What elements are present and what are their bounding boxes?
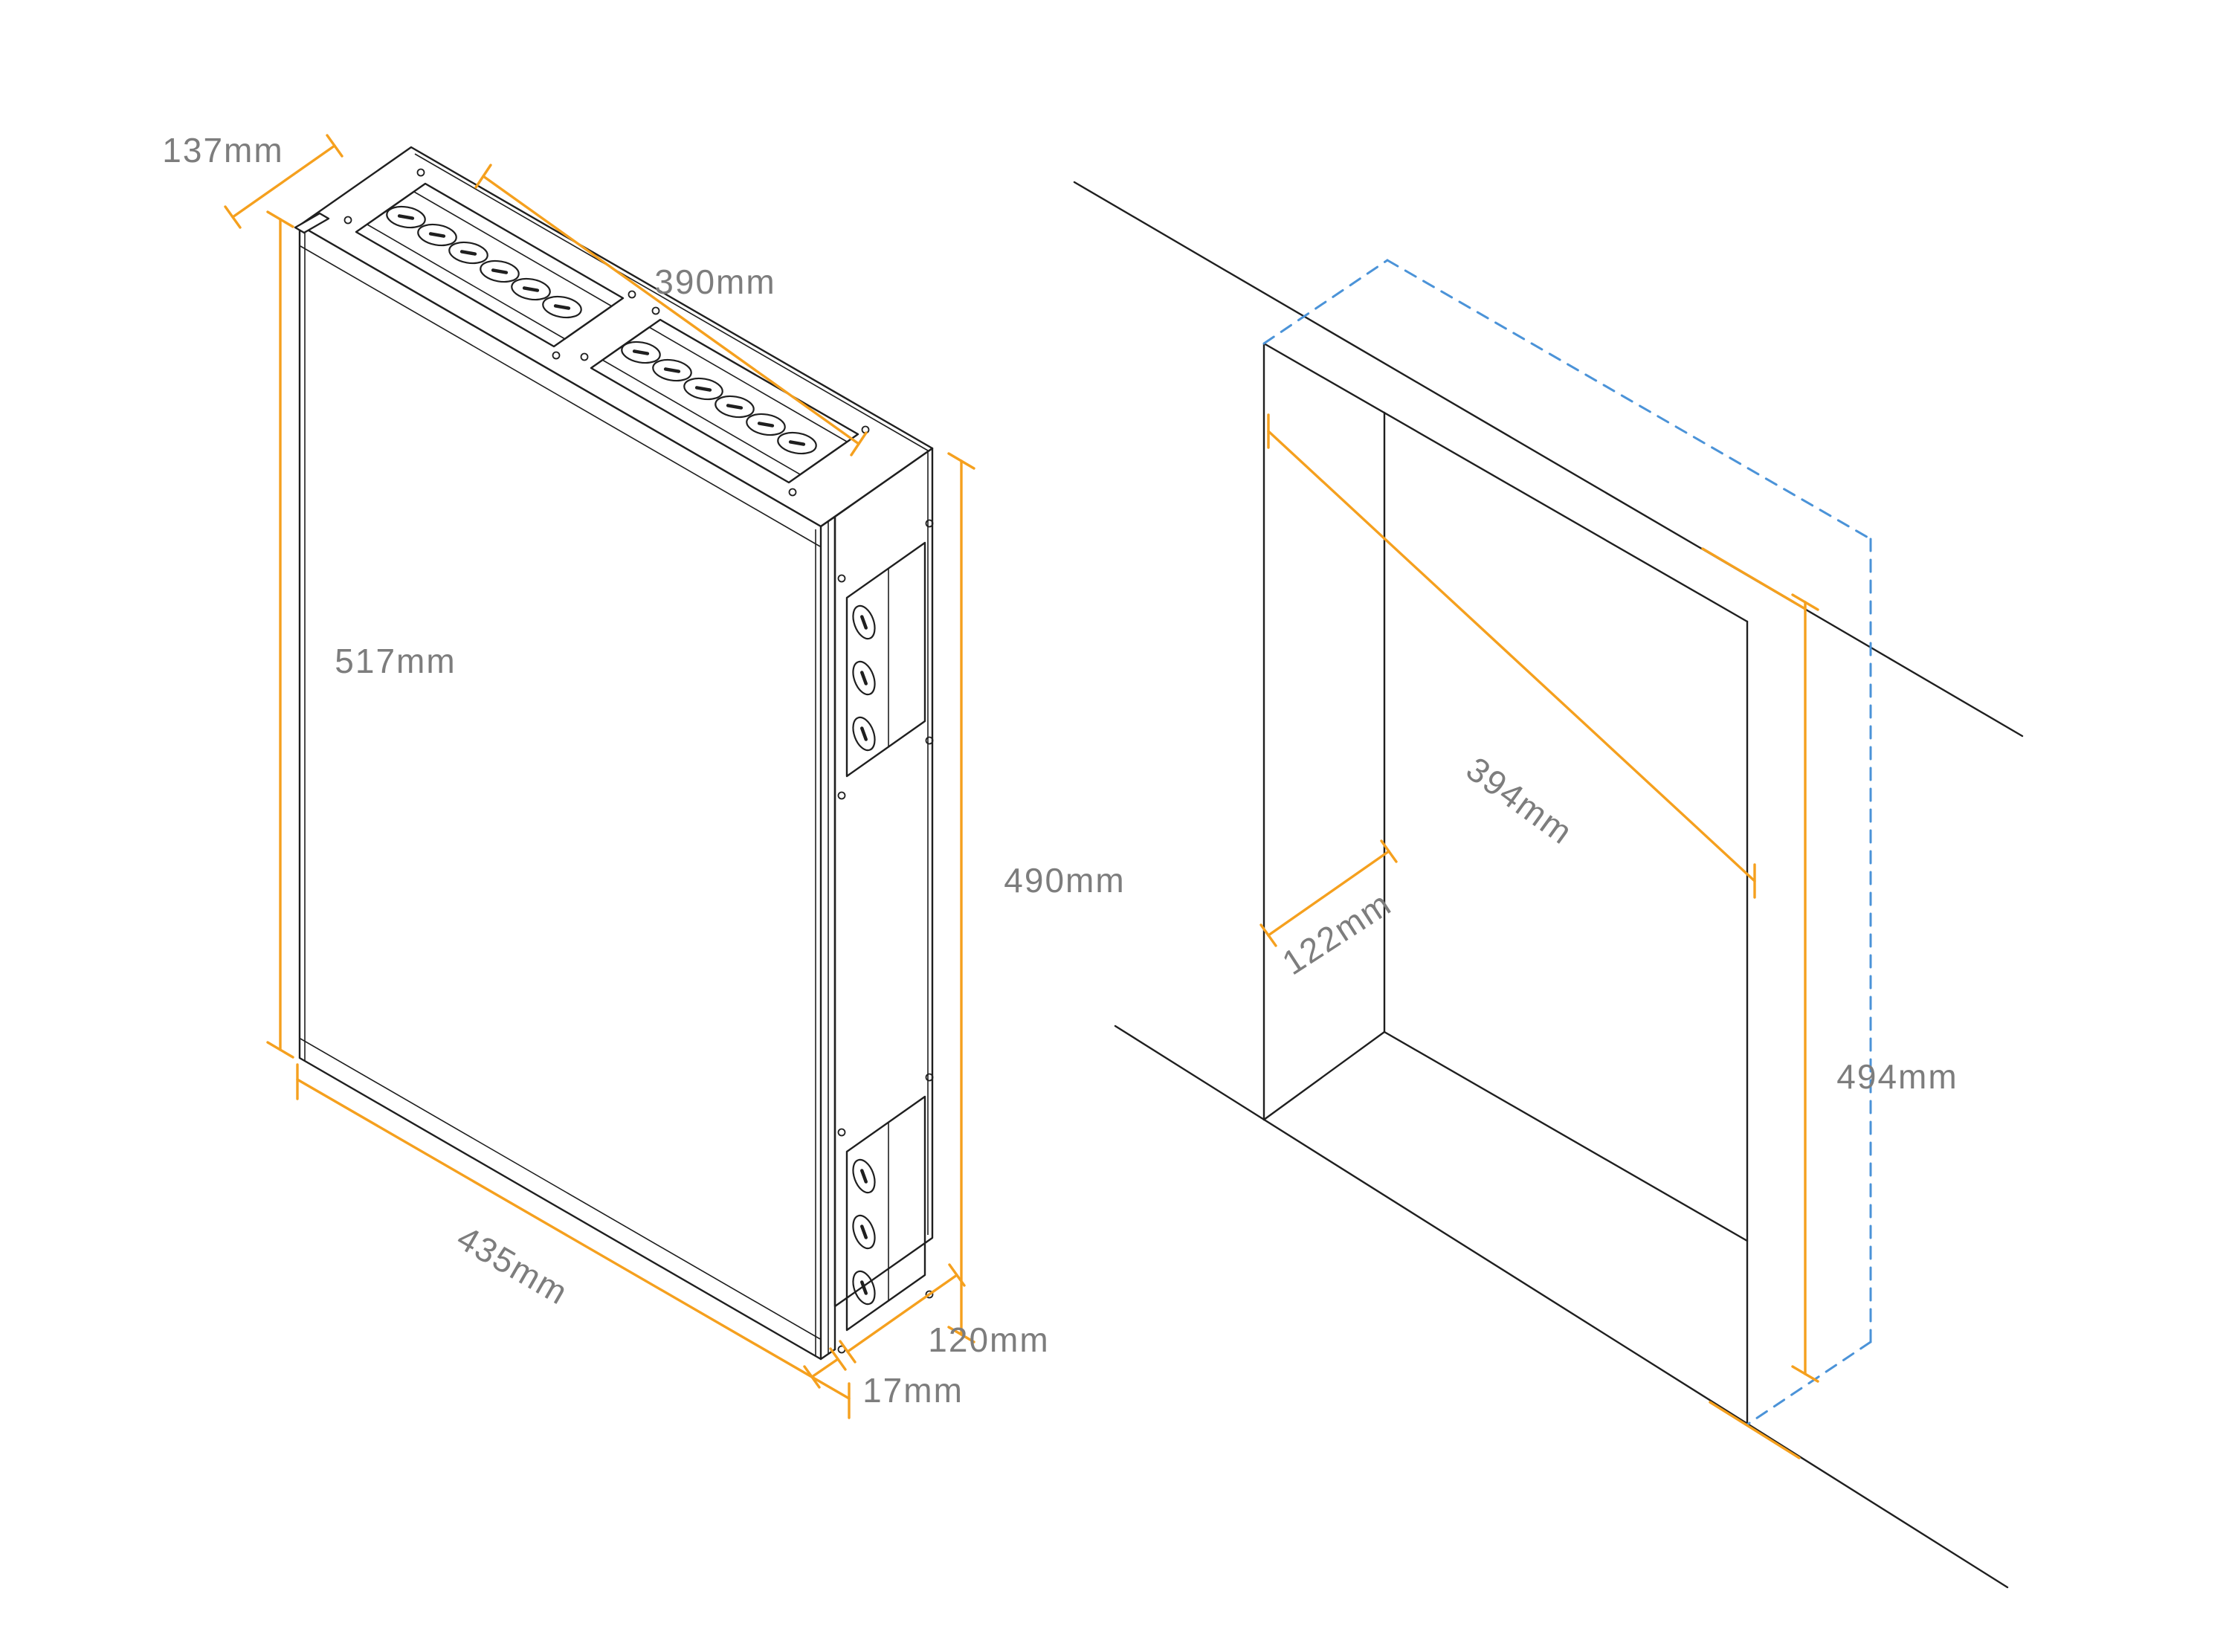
- knockout-icon: [777, 431, 817, 455]
- screw-hole-icon: [651, 306, 660, 315]
- mirror-front-face: [298, 224, 822, 1361]
- dim-tick: [1791, 593, 1819, 611]
- dim-tick: [850, 431, 868, 456]
- hidden-edge-top-left: [1262, 259, 1389, 345]
- dimension-label-435mm: 435mm: [451, 1218, 575, 1312]
- knockout-icon: [714, 395, 755, 419]
- dimension-label-490mm: 490mm: [1004, 861, 1125, 900]
- dim-line-120: [846, 1274, 958, 1353]
- dim-tick: [474, 164, 492, 189]
- panel-plate-outline: [601, 326, 848, 475]
- dim-tick: [1791, 1365, 1819, 1383]
- knockout-icon: [417, 223, 457, 247]
- dim-line-17: [810, 1358, 839, 1378]
- dimension-label-494mm: 494mm: [1836, 1057, 1958, 1096]
- wall-recess-drawing: 394mm 122mm 494mm: [1073, 181, 2024, 1589]
- knockout-icon: [652, 358, 692, 382]
- niche-jamb-bottom-edge: [1262, 1030, 1386, 1121]
- dim-line-435: [296, 1078, 851, 1400]
- knockout-icon: [480, 259, 520, 283]
- knockout-icon: [511, 277, 551, 301]
- door-corner-cap: [294, 212, 330, 234]
- knockout-icon: [386, 205, 426, 229]
- recess-dimensions: [1259, 413, 1819, 1459]
- niche-opening: [1262, 342, 1749, 1426]
- knockout-icon: [852, 1158, 876, 1194]
- side-knockout-plate-upper: [837, 519, 934, 800]
- hidden-edge-bottom: [1746, 1340, 1872, 1426]
- knockout-icon: [746, 413, 786, 436]
- dim-tick: [829, 1347, 847, 1371]
- dim-tick: [266, 1041, 294, 1059]
- screw-hole-icon: [552, 351, 561, 360]
- mirror-frame-top: [300, 245, 821, 547]
- screw-hole-icon: [788, 488, 797, 497]
- dim-extension-bottom: [1709, 1401, 1801, 1459]
- dim-tick: [947, 1326, 975, 1343]
- dim-tick: [326, 134, 343, 158]
- hidden-cabinet-outline: [1262, 259, 1872, 1426]
- top-knockout-panel-2: [580, 306, 870, 497]
- dim-tick: [266, 210, 294, 228]
- screw-hole-icon: [925, 1290, 934, 1299]
- dim-tick: [839, 1340, 857, 1364]
- knockout-icon: [683, 377, 723, 401]
- door-edge-top: [819, 515, 836, 528]
- screw-hole-icon: [837, 1128, 846, 1137]
- niche-top-edge: [1262, 342, 1749, 623]
- dim-line-394: [1267, 430, 1756, 883]
- screw-hole-icon: [925, 519, 934, 528]
- cabinet-isometric-drawing: 137mm 390mm 517mm 490mm 435mm 120mm 17mm: [162, 131, 1125, 1419]
- plate-outline: [845, 1095, 926, 1332]
- knockout-icon: [852, 716, 876, 752]
- knockout-icon: [852, 660, 876, 696]
- screw-hole-icon: [925, 1073, 934, 1082]
- cabinet-top-back-rim: [414, 153, 929, 451]
- dim-tick: [948, 1263, 966, 1287]
- knockout-icon: [852, 1270, 876, 1306]
- knockout-icon: [621, 341, 661, 364]
- cabinet-dimensions: [224, 134, 975, 1419]
- knockout-icon: [852, 604, 876, 640]
- knockout-icon: [542, 295, 582, 319]
- dimension-label-390mm: 390mm: [654, 262, 775, 301]
- niche-sill-back-edge: [1383, 1030, 1749, 1242]
- wall-top-edge: [1073, 181, 2024, 738]
- screw-hole-icon: [837, 574, 846, 583]
- dimension-label-517mm: 517mm: [335, 642, 456, 680]
- panel-plate-outline: [366, 191, 613, 340]
- dim-tick: [947, 452, 975, 470]
- knockout-icon: [852, 1214, 876, 1250]
- dim-line-390: [482, 175, 860, 445]
- top-knockout-panel-1: [343, 168, 636, 360]
- mirror-door: [294, 212, 836, 1361]
- dim-tick: [803, 1365, 821, 1389]
- dim-line-137: [231, 144, 336, 219]
- dim-extension-top: [1701, 547, 1807, 610]
- dimension-label-394mm: 394mm: [1459, 749, 1581, 852]
- screw-hole-icon: [925, 736, 934, 745]
- plate-outline: [845, 541, 926, 778]
- dimension-label-137mm: 137mm: [162, 131, 283, 170]
- dim-line-122: [1267, 850, 1390, 937]
- wall-floor-edge: [1114, 1025, 2009, 1589]
- screw-hole-icon: [837, 791, 846, 800]
- screw-hole-icon: [580, 352, 589, 361]
- dimension-label-17mm: 17mm: [862, 1371, 964, 1410]
- screw-hole-icon: [628, 290, 636, 299]
- screw-hole-icon: [416, 168, 425, 177]
- screw-hole-icon: [343, 216, 352, 225]
- mirror-frame-bottom: [300, 1038, 821, 1340]
- dim-tick: [1259, 923, 1277, 947]
- dimension-label-122mm: 122mm: [1275, 883, 1398, 982]
- dim-tick: [1380, 839, 1398, 863]
- dim-tick: [224, 205, 242, 229]
- cabinet-side-face: [833, 447, 934, 1308]
- hidden-edge-top: [1386, 259, 1872, 541]
- dimension-label-120mm: 120mm: [928, 1320, 1049, 1359]
- knockout-icon: [448, 241, 488, 265]
